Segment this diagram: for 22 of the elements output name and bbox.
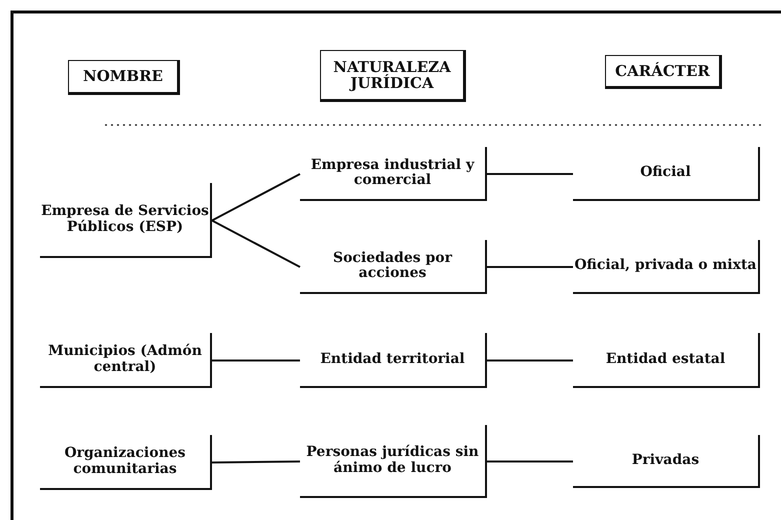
column-header-box: NATURALEZA JURÍDICA: [320, 50, 466, 102]
column-header-box: NOMBRE: [68, 60, 180, 95]
entity-box: Privadas: [573, 435, 760, 488]
connector-line: [212, 360, 300, 362]
connector-line: [487, 460, 573, 462]
column-header-box: CARÁCTER: [605, 55, 722, 89]
entity-box: Municipios (Admón central): [40, 333, 212, 388]
entity-box: Sociedades por acciones: [300, 240, 487, 294]
connector-line: [212, 173, 300, 222]
entity-box: Oficial, privada o mixta: [573, 240, 760, 294]
connector-line: [212, 460, 300, 464]
connector-line: [487, 173, 573, 175]
entity-box: Organizaciones comunitarias: [40, 435, 212, 490]
entity-box: Empresa industrial y comercial: [300, 147, 487, 201]
entity-box: Entidad estatal: [573, 333, 760, 388]
entity-box: Personas jurídicas sin ánimo de lucro: [300, 425, 487, 498]
entity-box: Entidad territorial: [300, 333, 487, 388]
connector-line: [487, 266, 573, 268]
entity-box: Empresa de Servicios Públicos (ESP): [40, 183, 212, 258]
entity-box: Oficial: [573, 147, 760, 201]
connector-line: [212, 220, 300, 268]
connector-line: [487, 360, 573, 362]
